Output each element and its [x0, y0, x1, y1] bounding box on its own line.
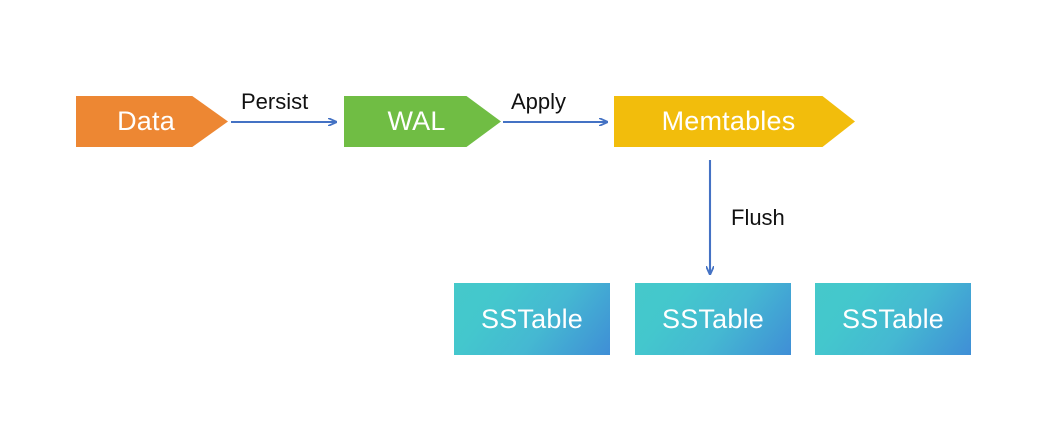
- node-data-label: Data: [117, 106, 175, 136]
- edge-label-flush: Flush: [731, 205, 785, 230]
- node-wal-label: WAL: [387, 106, 446, 136]
- node-memtables[interactable]: Memtables: [614, 96, 855, 147]
- node-sstable-3-label: SSTable: [842, 303, 944, 334]
- node-data[interactable]: Data: [76, 96, 228, 147]
- node-memtables-label: Memtables: [661, 106, 796, 136]
- node-sstable-2[interactable]: SSTable: [635, 283, 791, 355]
- node-sstable-1-label: SSTable: [481, 303, 583, 334]
- node-sstable-2-label: SSTable: [662, 303, 764, 334]
- node-sstable-3[interactable]: SSTable: [815, 283, 971, 355]
- edge-label-apply: Apply: [511, 89, 567, 114]
- node-sstable-1[interactable]: SSTable: [454, 283, 610, 355]
- edge-label-persist: Persist: [241, 89, 309, 114]
- node-wal[interactable]: WAL: [344, 96, 501, 147]
